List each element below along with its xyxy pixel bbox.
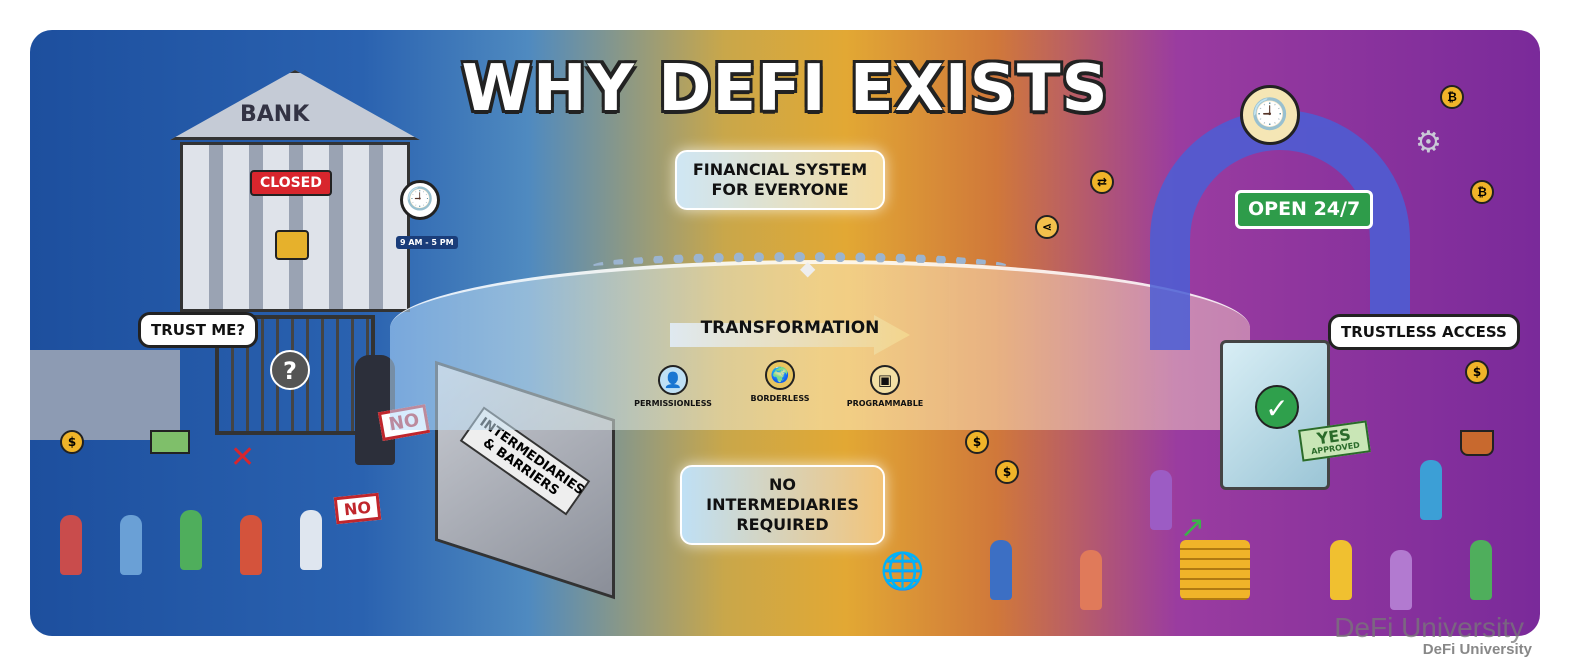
question-icon: ? <box>270 350 310 390</box>
defi-users <box>950 460 1530 610</box>
shuffle-icon: ⇄ <box>1090 170 1114 194</box>
customer-no-sign: NO <box>333 492 382 525</box>
denied-x-icon: ✕ <box>230 440 256 475</box>
page-title: WHY DEFI EXISTS <box>461 52 1109 126</box>
chain-icon <box>590 252 1010 282</box>
watermark-large: DeFi University <box>1334 612 1524 643</box>
customer-queue <box>50 485 340 605</box>
feature-permissionless: 👤 PERMISSIONLESS <box>618 365 728 408</box>
feature-borderless: 🌍 BORDERLESS <box>725 360 835 403</box>
dollar-coin-icon: $ <box>965 430 989 454</box>
customer <box>180 510 202 570</box>
coin-stack-icon <box>1180 540 1250 600</box>
open-24-7-sign: OPEN 24/7 <box>1235 190 1374 229</box>
illustration-panel: WHY DEFI EXISTS BANK CLOSED 🕘 9 AM - 5 P… <box>30 30 1540 636</box>
feature-label: PROGRAMMABLE <box>846 399 924 408</box>
user <box>1150 470 1172 530</box>
brick-wall <box>30 350 180 440</box>
user <box>990 540 1012 600</box>
trustless-access-bubble: TRUSTLESS ACCESS <box>1328 314 1520 350</box>
customer <box>300 510 322 570</box>
dollar-coin-icon: $ <box>995 460 1019 484</box>
transformation-label: TRANSFORMATION <box>700 318 880 338</box>
customer <box>120 515 142 575</box>
code-icon: ▣ <box>870 365 900 395</box>
share-icon: ⋖ <box>1035 215 1059 239</box>
bitcoin-icon: ₿ <box>1440 85 1464 109</box>
feature-label: PERMISSIONLESS <box>634 399 712 408</box>
no-intermediaries-box: NO INTERMEDIARIES REQUIRED <box>680 465 885 545</box>
closed-sign: CLOSED <box>250 170 332 196</box>
bitcoin-icon: ₿ <box>1470 180 1494 204</box>
trust-me-bubble: TRUST ME? <box>138 312 259 348</box>
financial-system-box: FINANCIAL SYSTEM FOR EVERYONE <box>675 150 885 210</box>
clock-icon: 🕘 <box>400 180 440 220</box>
watermark-small: DeFi University <box>1422 641 1532 658</box>
user <box>1080 550 1102 610</box>
checkmark-icon: ✓ <box>1255 385 1299 429</box>
customer <box>240 515 262 575</box>
globe-icon: 🌐 <box>880 551 925 592</box>
bank-building: BANK CLOSED <box>170 70 420 312</box>
user-icon: 👤 <box>658 365 688 395</box>
clock-icon: 🕘 <box>1240 85 1300 145</box>
feature-programmable: ▣ PROGRAMMABLE <box>830 365 940 408</box>
user <box>1390 550 1412 610</box>
globe-icon: 🌍 <box>765 360 795 390</box>
user <box>1470 540 1492 600</box>
coins-thought-icon: $ <box>60 430 84 454</box>
padlock-icon <box>275 230 309 260</box>
gear-icon: ⚙ <box>1415 125 1442 160</box>
customer <box>60 515 82 575</box>
user <box>1420 460 1442 520</box>
bank-hours: 9 AM - 5 PM <box>396 236 458 249</box>
money-plant-icon: $ <box>1465 360 1489 384</box>
ethereum-icon: ◆ <box>800 256 816 280</box>
cash-thought-icon <box>150 430 190 454</box>
feature-label: BORDERLESS <box>750 394 810 403</box>
plant-pot <box>1460 430 1494 456</box>
user <box>1330 540 1352 600</box>
growth-arrow-icon: ↗ <box>1180 510 1206 545</box>
bank-columns <box>180 142 410 312</box>
bank-sign: BANK <box>240 102 310 127</box>
glass-door <box>1220 340 1330 490</box>
